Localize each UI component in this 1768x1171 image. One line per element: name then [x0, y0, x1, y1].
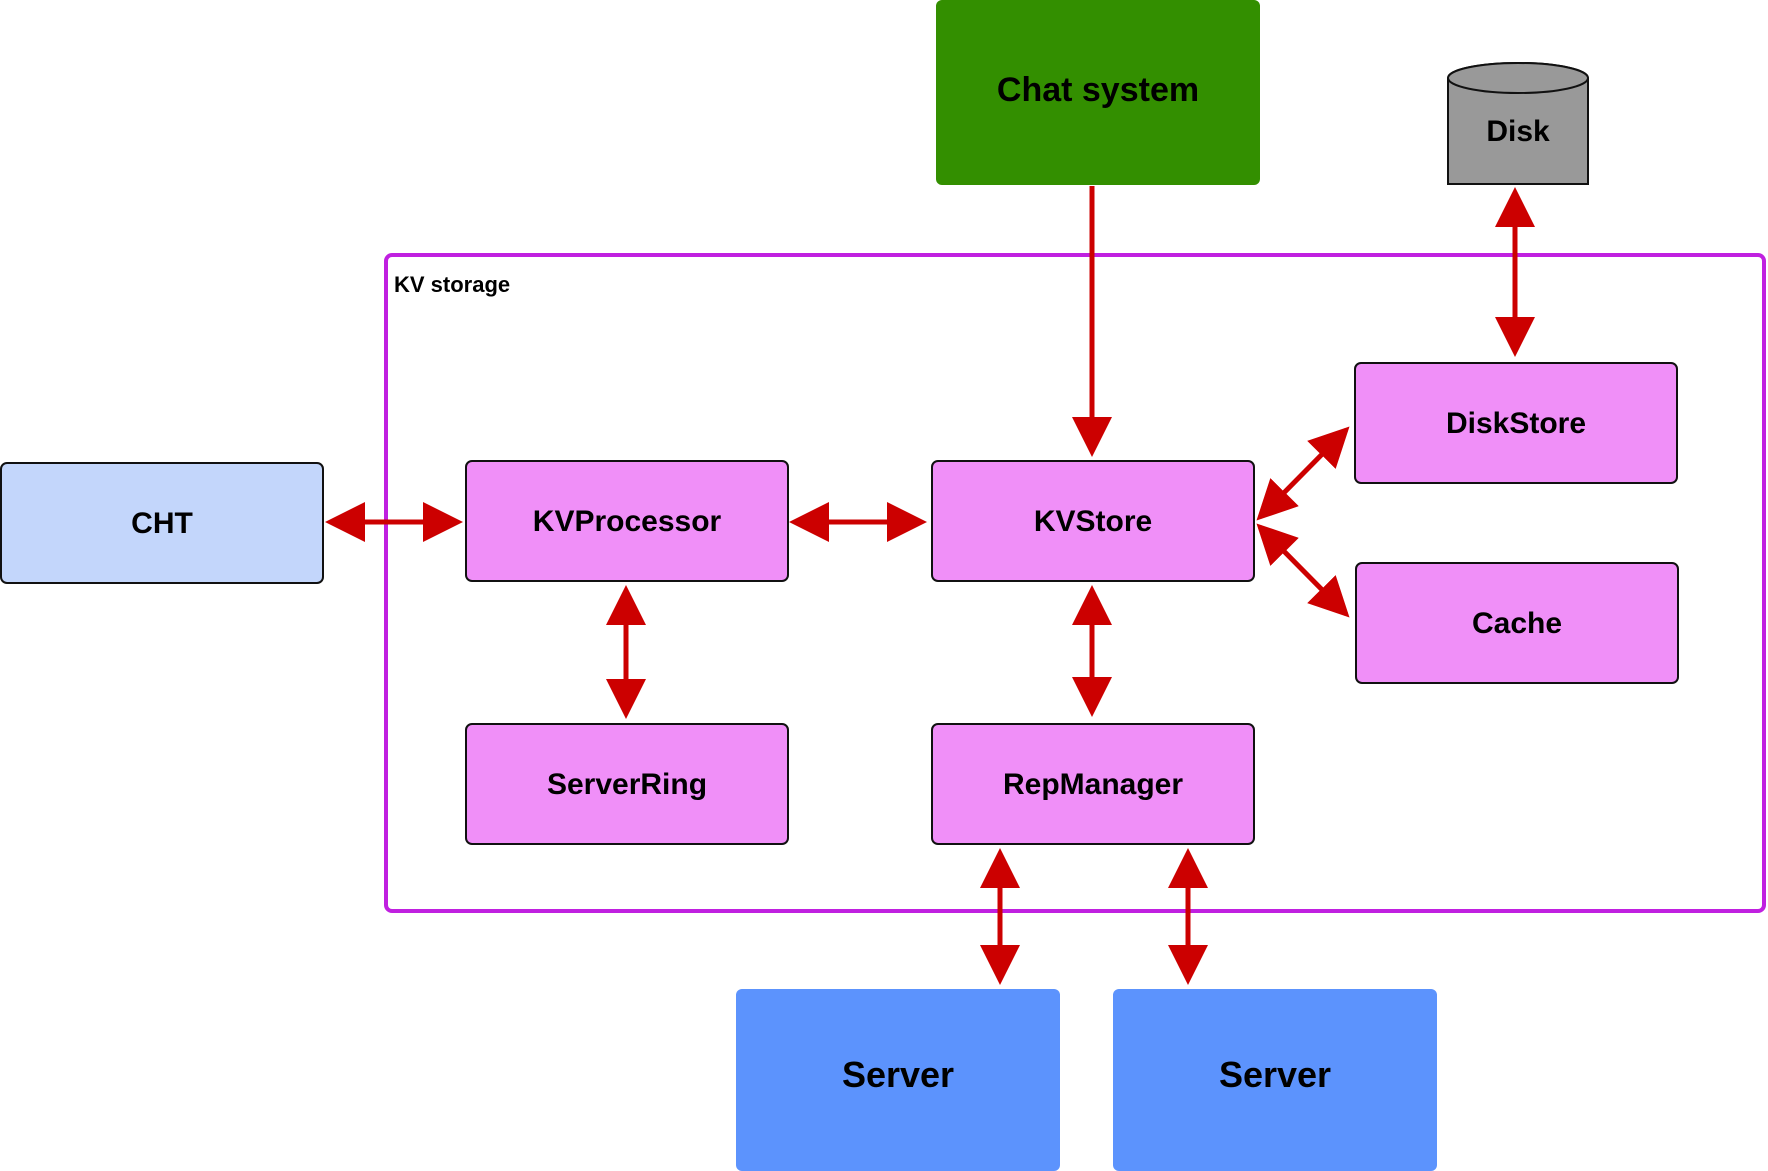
node-cht: CHT — [0, 462, 324, 584]
node-disk: Disk — [1447, 62, 1589, 185]
edge-kvstore-cache — [1256, 523, 1350, 618]
node-rep-manager: RepManager — [931, 723, 1255, 845]
node-server-ring: ServerRing — [465, 723, 789, 845]
edges — [325, 186, 1535, 985]
node-kv-store: KVStore — [931, 460, 1255, 582]
server-1-box — [736, 989, 1060, 1171]
server-1-label: Server — [842, 1054, 954, 1095]
cache-box — [1355, 562, 1679, 684]
server-2-box — [1113, 989, 1437, 1171]
disk-cylinder-top — [1447, 62, 1589, 94]
node-server-1: Server — [736, 989, 1060, 1171]
server-ring-label: ServerRing — [547, 768, 707, 801]
kv-storage-border — [384, 253, 1766, 913]
node-cache: Cache — [1355, 562, 1679, 684]
node-chat-system: Chat system — [936, 0, 1260, 185]
node-kv-processor: KVProcessor — [465, 460, 789, 582]
server-2-label: Server — [1219, 1054, 1331, 1095]
cht-box — [0, 462, 324, 584]
kv-storage-label: KV storage — [394, 272, 510, 297]
edge-kvstore-diskstore — [1256, 426, 1350, 521]
kv-store-box — [931, 460, 1255, 582]
node-server-2: Server — [1113, 989, 1437, 1171]
chat-system-box — [936, 0, 1260, 185]
rep-manager-box — [931, 723, 1255, 845]
disk-label: Disk — [1486, 115, 1550, 148]
chat-system-label: Chat system — [997, 71, 1199, 109]
cht-label: CHT — [131, 507, 193, 540]
rep-manager-label: RepManager — [1003, 768, 1183, 801]
kv-processor-box — [465, 460, 789, 582]
cache-label: Cache — [1472, 607, 1562, 640]
kv-storage-container: KV storage — [384, 253, 1766, 913]
disk-store-box — [1354, 362, 1678, 484]
kv-store-label: KVStore — [1034, 505, 1152, 538]
disk-store-label: DiskStore — [1446, 407, 1586, 440]
server-ring-box — [465, 723, 789, 845]
kv-processor-label: KVProcessor — [533, 505, 722, 538]
node-disk-store: DiskStore — [1354, 362, 1678, 484]
